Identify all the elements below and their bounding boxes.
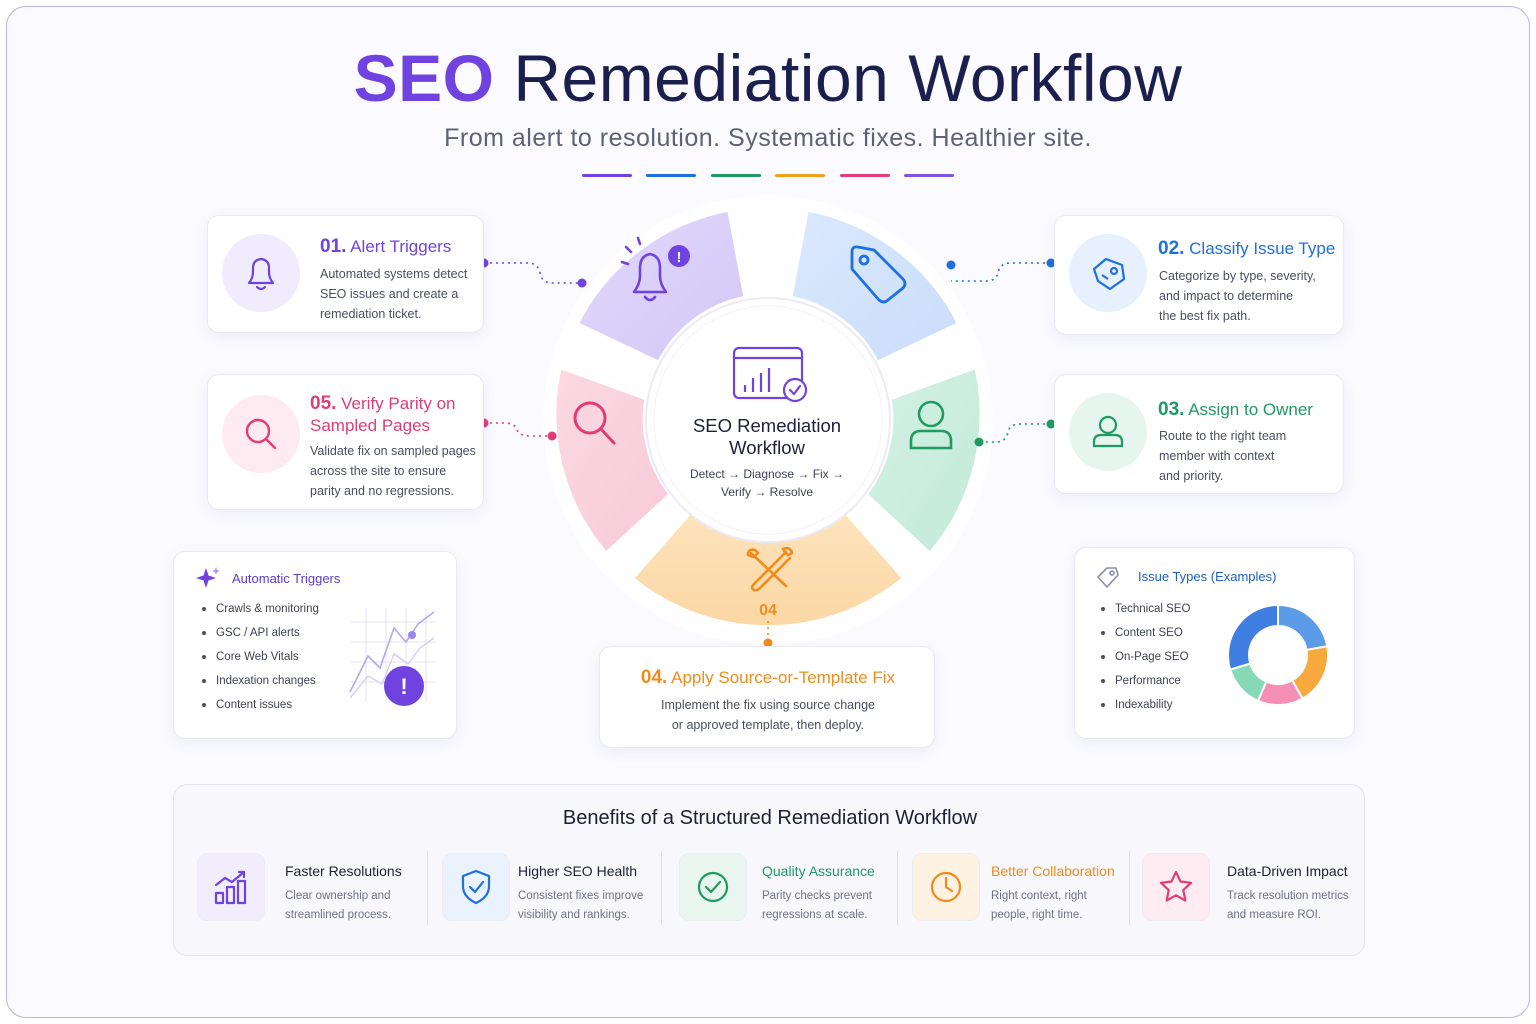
classify-icon-circle xyxy=(1069,234,1147,312)
automatic-triggers-panel: Automatic Triggers Crawls & monitoring G… xyxy=(173,551,457,739)
tag-outline-icon xyxy=(1097,567,1119,588)
svg-text:!: ! xyxy=(677,249,682,266)
check-circle-icon xyxy=(679,853,747,921)
issue-types-donut xyxy=(1227,603,1329,706)
wheel-bell-icon xyxy=(620,236,668,302)
center-flow-line1: Detect → Diagnose → Fix → xyxy=(690,467,844,481)
list-item: GSC / API alerts xyxy=(200,621,319,645)
page-title: SEO Remediation Workflow xyxy=(353,41,1183,115)
center-title-line1: SEO Remediation xyxy=(693,415,841,436)
benefit-desc: Track resolution metrics and measure ROI… xyxy=(1227,890,1349,921)
benefit-title: Faster Resolutions xyxy=(285,863,402,879)
list-item: Indexability xyxy=(1099,693,1190,717)
benefit-desc: Right context, right people, right time. xyxy=(991,890,1087,921)
color-dashes xyxy=(582,174,954,178)
list-item: Content SEO xyxy=(1099,621,1190,645)
center-dashboard-icon xyxy=(732,346,804,400)
step-card-alert-triggers: 01. Alert Triggers Automated systems det… xyxy=(207,215,484,333)
step-title-03: 03. Assign to Owner xyxy=(1158,399,1313,420)
step-card-classify-issue: 02. Classify Issue Type Categorize by ty… xyxy=(1054,215,1344,335)
step-title-04: 04. Apply Source-or-Template Fix xyxy=(640,667,896,688)
list-item: Performance xyxy=(1099,669,1190,693)
wheel-step4-number: 04 xyxy=(759,602,777,619)
benefit-title: Higher SEO Health xyxy=(518,863,638,879)
step-desc-02: Categorize by type, severity,and impact … xyxy=(1159,269,1316,323)
step-card-apply-fix: 04. Apply Source-or-Template Fix Impleme… xyxy=(599,646,935,748)
list-item: Indexation changes xyxy=(200,669,319,693)
benefits-panel: Benefits of a Structured Remediation Wor… xyxy=(173,784,1365,956)
wheel-segment-classify xyxy=(785,204,965,369)
issue-types-title: Issue Types (Examples) xyxy=(1138,569,1277,584)
benefit-title: Quality Assurance xyxy=(762,863,875,879)
divider xyxy=(661,851,662,925)
issue-types-panel: Issue Types (Examples) Technical SEO Con… xyxy=(1074,547,1355,739)
automatic-triggers-title: Automatic Triggers xyxy=(232,571,341,586)
verify-icon-circle xyxy=(222,395,300,473)
page-subtitle: From alert to resolution. Systematic fix… xyxy=(444,124,1092,152)
divider xyxy=(1129,851,1130,925)
wheel-user-icon xyxy=(909,400,953,450)
list-item: Core Web Vitals xyxy=(200,645,319,669)
step-title-01: 01. Alert Triggers xyxy=(320,236,452,257)
svg-text:!: ! xyxy=(400,674,407,699)
benefit-desc: Consistent fixes improve visibility and … xyxy=(518,890,644,921)
automatic-triggers-list: Crawls & monitoring GSC / API alerts Cor… xyxy=(200,597,319,717)
shield-check-icon xyxy=(442,853,510,921)
issue-types-list: Technical SEO Content SEO On-Page SEO Pe… xyxy=(1099,597,1190,717)
divider xyxy=(897,851,898,925)
benefit-title: Better Collaboration xyxy=(991,863,1115,879)
divider xyxy=(427,851,428,925)
wheel-search-icon xyxy=(573,401,616,445)
center-title-line2: Workflow xyxy=(729,437,805,458)
wheel-tools-icon xyxy=(746,546,794,592)
clock-icon xyxy=(912,853,980,921)
benefit-desc: Parity checks prevent regressions at sca… xyxy=(762,890,872,921)
user-icon xyxy=(1092,415,1124,448)
step-card-assign-owner: 03. Assign to Owner Route to the right t… xyxy=(1054,374,1344,494)
list-item: On-Page SEO xyxy=(1099,645,1190,669)
benefit-desc: Clear ownership and streamlined process. xyxy=(285,890,392,921)
benefit-title: Data-Driven Impact xyxy=(1227,863,1348,879)
wheel-tag-icon xyxy=(850,245,907,304)
star-icon xyxy=(1142,853,1210,921)
trend-chart-illustration: ! xyxy=(349,608,436,706)
list-item: Technical SEO xyxy=(1099,597,1190,621)
list-item: Crawls & monitoring xyxy=(200,597,319,621)
sparkle-icon xyxy=(196,567,220,588)
list-item: Content issues xyxy=(200,693,319,717)
tag-icon xyxy=(1092,257,1126,291)
search-icon xyxy=(245,418,277,450)
center-flow-line2: Verify → Resolve xyxy=(721,485,813,499)
alert-icon-circle xyxy=(222,234,300,312)
benefits-title: Benefits of a Structured Remediation Wor… xyxy=(562,807,978,829)
bell-icon xyxy=(247,257,275,291)
bar-chart-icon xyxy=(197,853,265,921)
assign-icon-circle xyxy=(1069,393,1147,471)
step-title-02: 02. Classify Issue Type xyxy=(1158,238,1336,259)
